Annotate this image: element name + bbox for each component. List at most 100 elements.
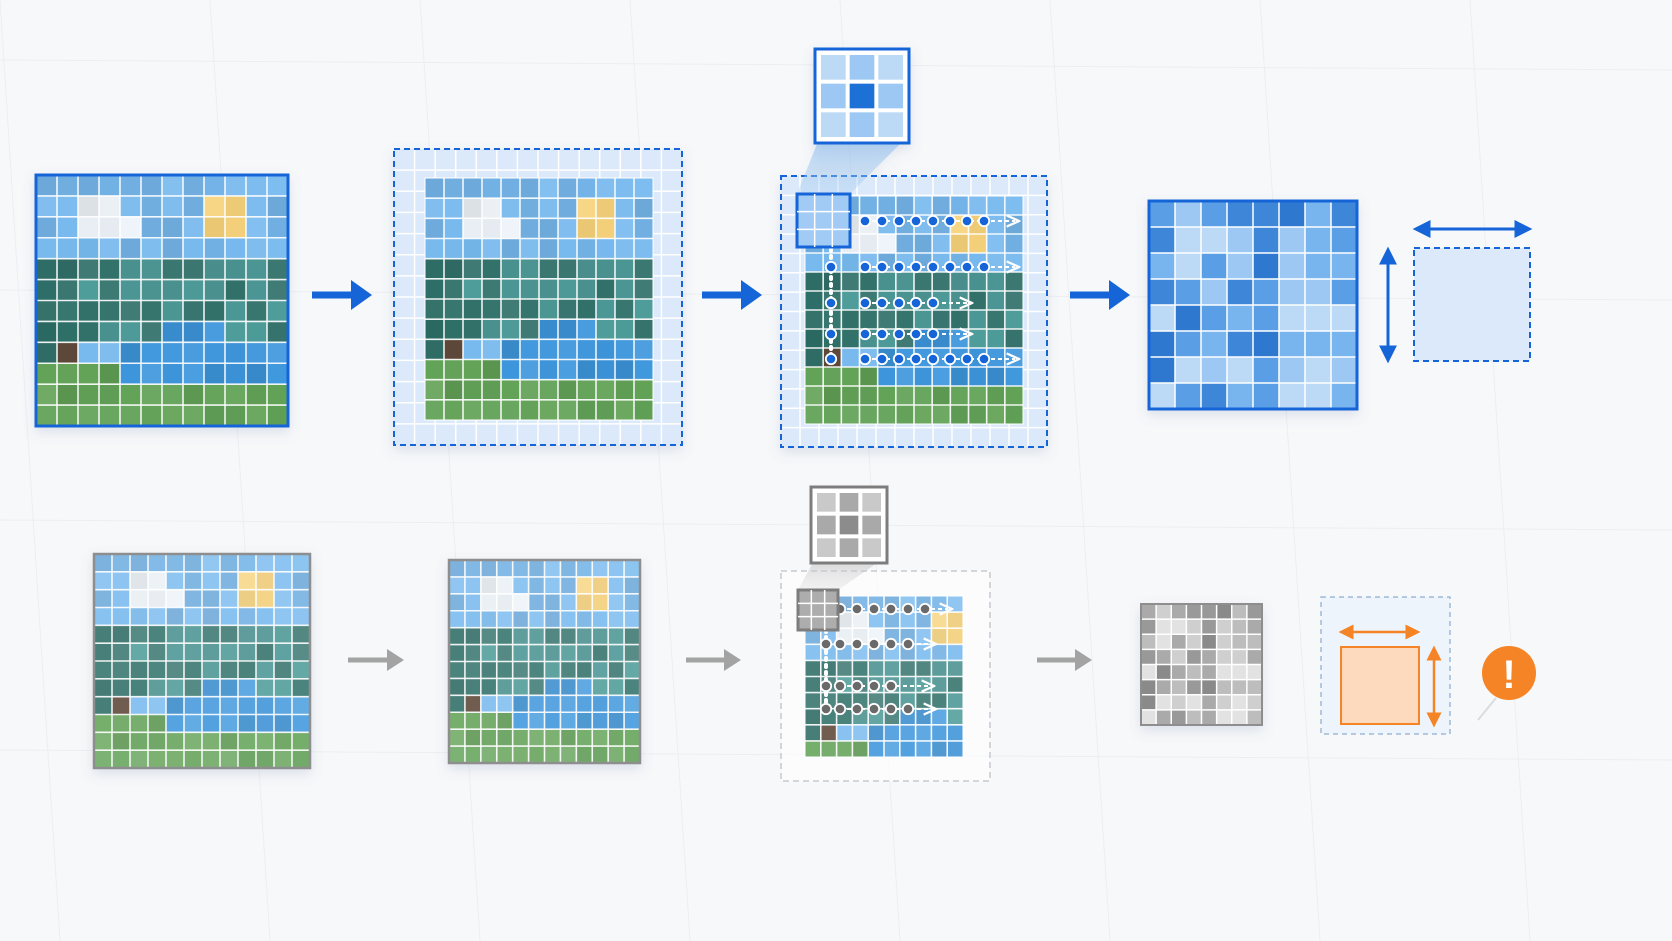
pixel-cell	[915, 676, 932, 693]
scan-dot	[858, 352, 872, 366]
pixel-cell	[166, 571, 184, 590]
feature-cell	[1331, 357, 1357, 383]
pixel-cell	[463, 339, 482, 360]
pixel-cell	[57, 258, 78, 280]
pixel-cell	[624, 644, 640, 662]
pixel-cell	[480, 729, 497, 747]
pixel-cell	[931, 740, 948, 757]
pixel-cell	[162, 195, 183, 217]
pixel-cell	[78, 363, 99, 385]
pixel-cell	[292, 696, 310, 715]
pixel-cell	[292, 714, 310, 733]
pixel-cell	[915, 692, 932, 709]
scan-dot	[858, 327, 872, 341]
feature-cell	[1331, 383, 1357, 409]
pixel-cell	[184, 625, 202, 644]
pixel-cell	[78, 175, 99, 196]
pixel-cell	[592, 576, 609, 594]
pixel-cell	[256, 607, 274, 626]
pixel-cell	[444, 379, 463, 400]
pixel-cell	[78, 216, 99, 238]
pixel-cell	[78, 258, 99, 280]
pixel-cell	[852, 660, 869, 677]
pixel-cell	[204, 363, 225, 385]
pixel-cell	[130, 661, 148, 679]
pixel-cell	[183, 321, 204, 343]
pixel-cell	[162, 405, 183, 426]
pixel-cell	[615, 218, 634, 239]
pixel-cell	[624, 712, 640, 730]
kernel-window	[796, 588, 840, 632]
pixel-cell	[634, 198, 653, 219]
pixel-cell	[449, 695, 465, 713]
scan-dot	[960, 260, 974, 274]
pixel-cell	[112, 696, 130, 715]
pixel-cell	[932, 272, 951, 291]
feature-cell	[1175, 227, 1201, 253]
feature-cell	[1246, 679, 1262, 695]
feature-cell	[1279, 227, 1305, 253]
image-frame	[424, 177, 654, 421]
pixel-cell	[608, 576, 625, 594]
pixel-cell	[877, 367, 896, 386]
pixel-cell	[183, 195, 204, 217]
pixel-cell	[805, 348, 824, 367]
pixel-cell	[895, 386, 914, 405]
pixel-cell	[577, 198, 596, 219]
pixel-cell	[592, 712, 609, 730]
pixel-cell	[202, 750, 220, 768]
pixel-cell	[112, 607, 130, 626]
scan-dot	[867, 602, 881, 616]
feature-cell	[1171, 604, 1187, 620]
kernel-cell	[862, 493, 881, 512]
scan-row	[833, 681, 930, 691]
pixel-cell	[112, 732, 130, 751]
pixel-cell	[634, 359, 653, 380]
pixel-cell	[204, 195, 225, 217]
pixel-cell	[220, 750, 238, 768]
pixel-cell	[94, 678, 112, 697]
pixel-cell	[986, 348, 1005, 367]
pixel-cell	[496, 627, 513, 645]
pixel-cell	[238, 750, 256, 768]
feature-cell	[1156, 634, 1172, 650]
feature-cell	[1186, 634, 1202, 650]
pixel-cell	[528, 627, 545, 645]
pixel-cell	[895, 367, 914, 386]
pixel-cell	[444, 359, 463, 380]
feature-cell	[1201, 604, 1217, 620]
feature-cell	[1227, 227, 1253, 253]
scan-dot	[943, 214, 957, 228]
pixel-cell	[577, 278, 596, 299]
size-box	[1413, 247, 1531, 362]
pixel-cell	[859, 386, 878, 405]
pixel-cell	[899, 660, 916, 677]
pixel-cell	[112, 571, 130, 590]
pixel-cell	[805, 291, 824, 310]
pixel-cell	[947, 708, 963, 725]
pixel-cell	[592, 593, 609, 611]
pixel-cell	[576, 644, 593, 662]
pixel-cell	[528, 746, 545, 763]
pixel-cell	[596, 379, 615, 400]
pixel-cell	[986, 329, 1005, 348]
feature-cell	[1156, 709, 1172, 725]
pixel-cell	[274, 661, 292, 679]
pixel-cell	[130, 750, 148, 768]
pixel-cell	[425, 319, 444, 340]
feature-cell	[1175, 331, 1201, 357]
pixel-cell	[463, 258, 482, 279]
pixel-cell	[292, 607, 310, 626]
feature-cell	[1331, 227, 1357, 253]
kernel-cell	[821, 83, 846, 109]
pixel-cell	[560, 560, 577, 577]
scan-dot	[918, 602, 932, 616]
pixel-cell	[120, 216, 141, 238]
scan-dot	[892, 296, 906, 310]
pixel-cell	[112, 714, 130, 733]
pixel-cell	[166, 696, 184, 715]
pixel-cell	[520, 379, 539, 400]
feature-cell	[1216, 679, 1232, 695]
pixel-cell	[560, 593, 577, 611]
feature-cell	[1171, 709, 1187, 725]
